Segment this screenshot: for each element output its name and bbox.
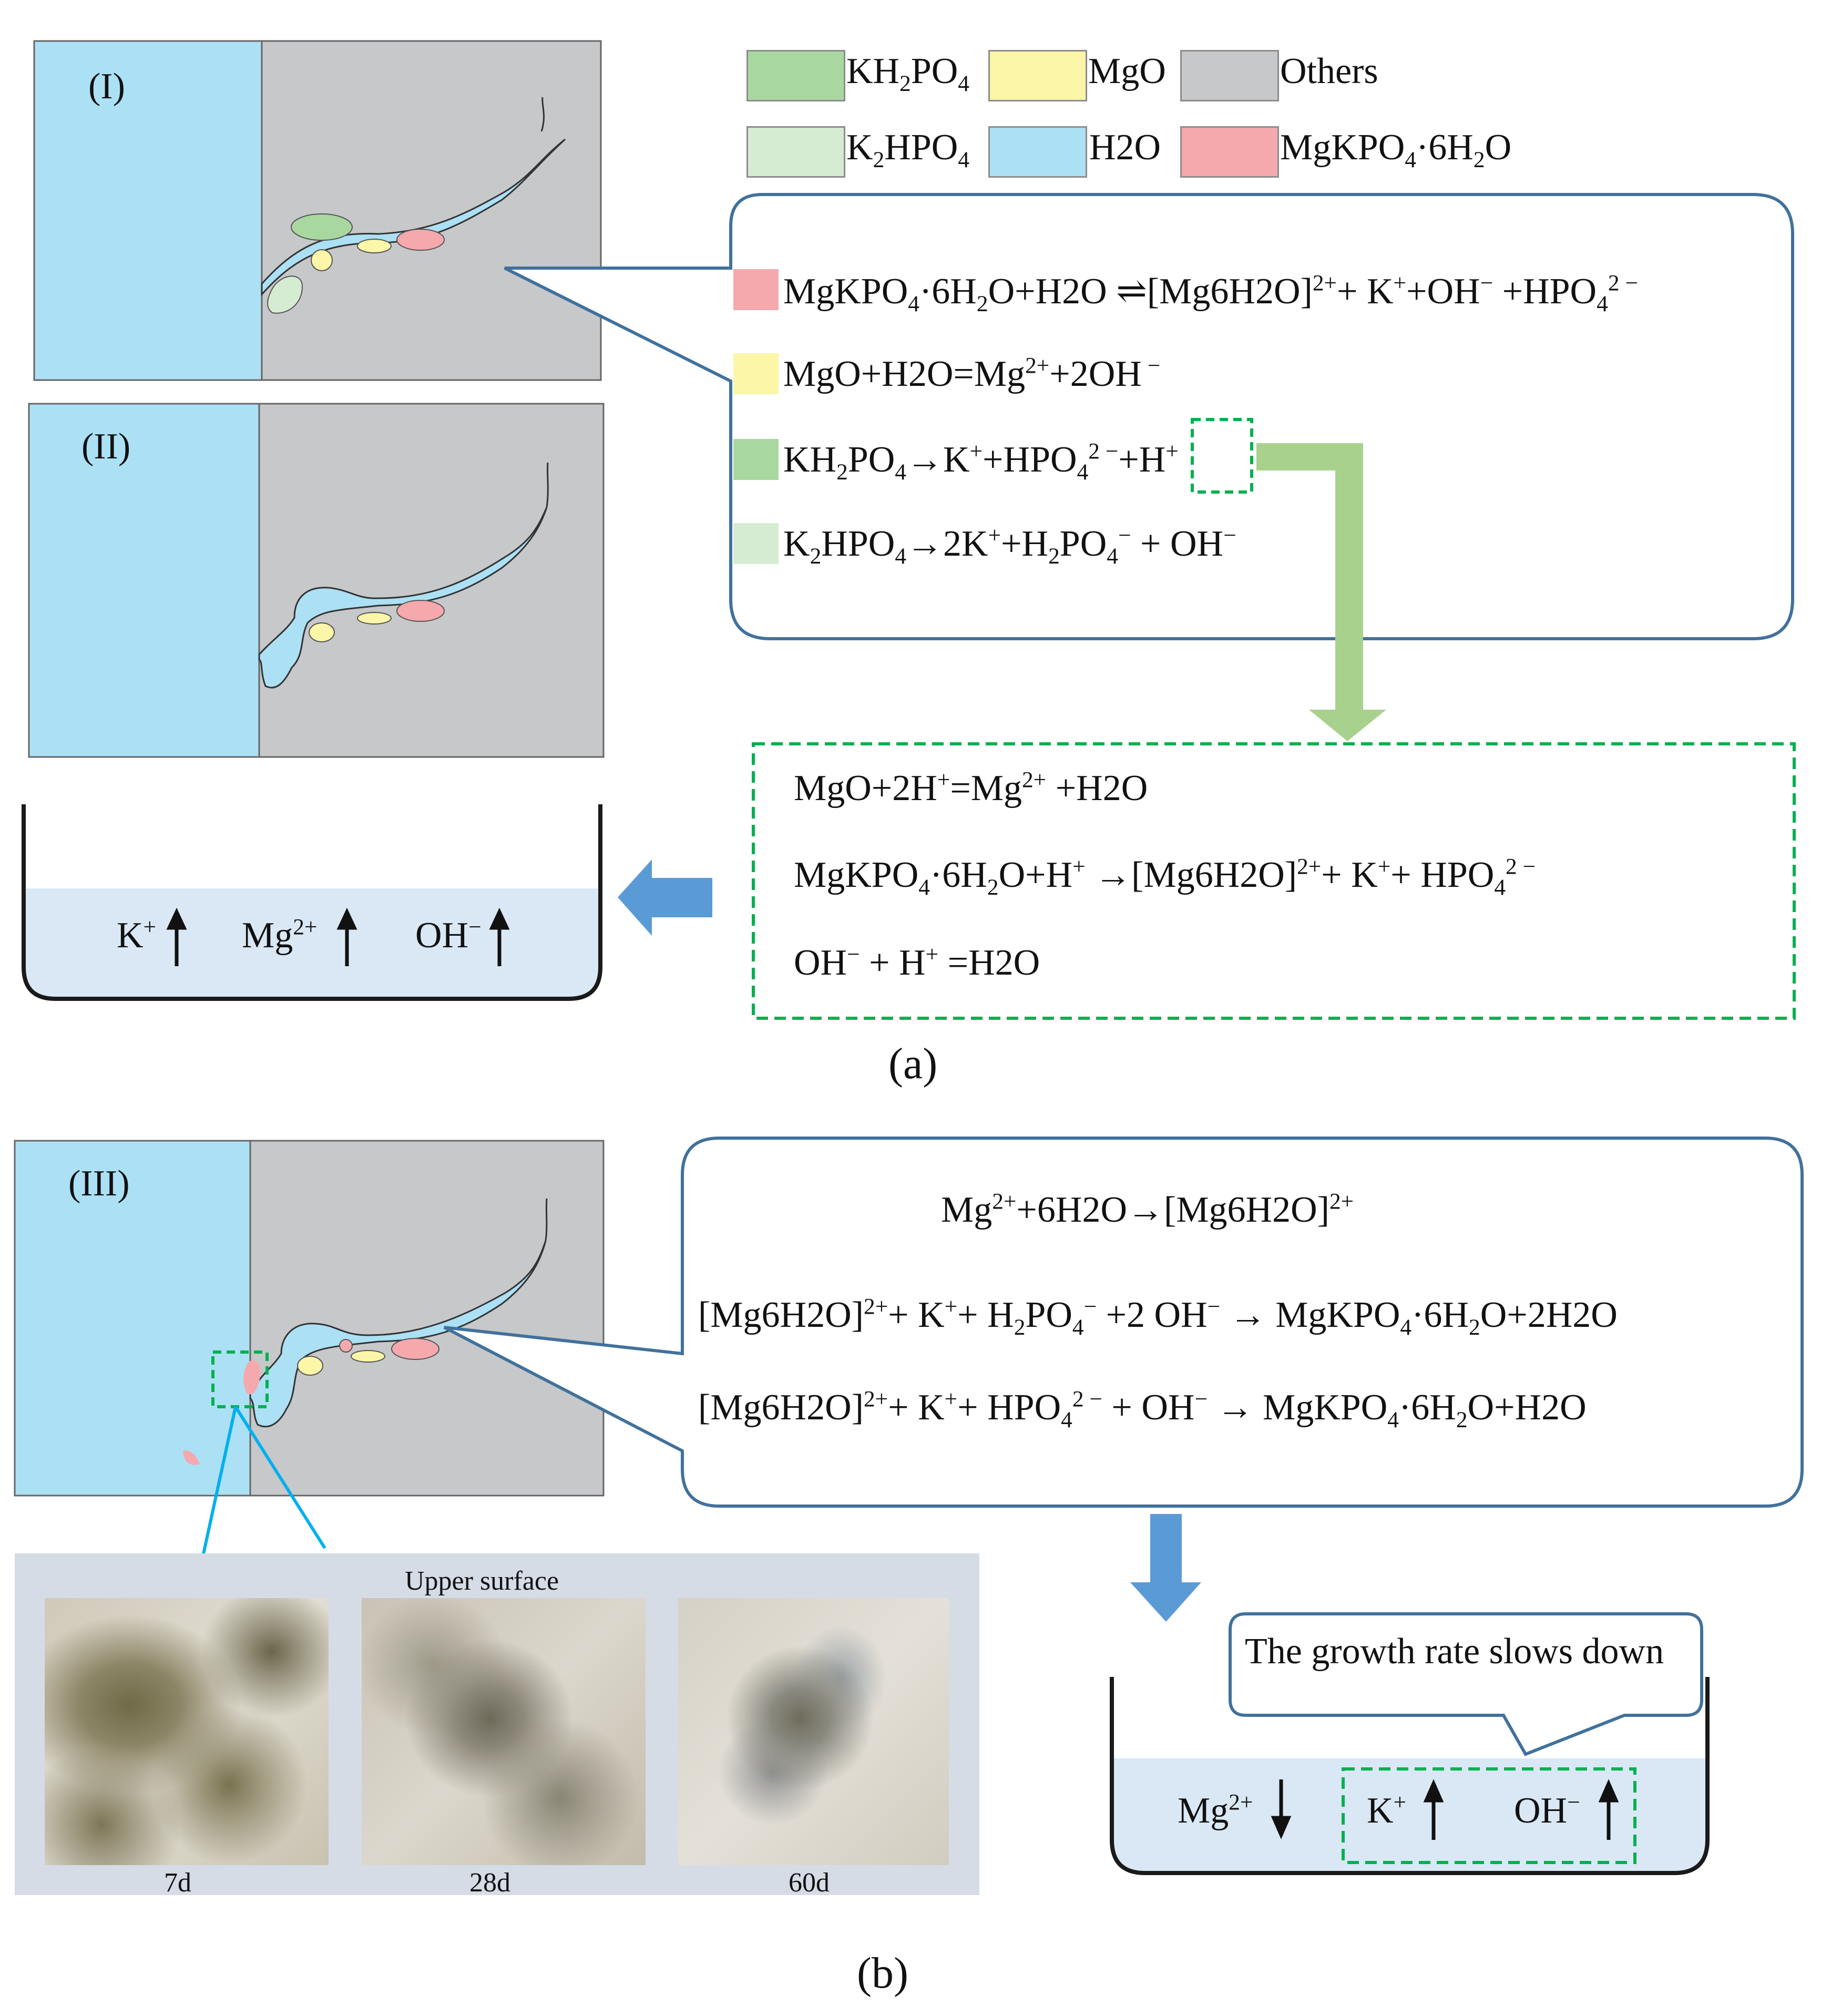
mgo-grain-1b bbox=[357, 239, 392, 253]
legend-label-kh2po4: KH2PO4 bbox=[846, 51, 969, 96]
equation-kh2po4-dissolution: KH2PO4→K++HPO42 −+H+ bbox=[783, 438, 1179, 485]
k-oh-highlight bbox=[1342, 1767, 1636, 1864]
photo-label-7d: 7d bbox=[164, 1868, 191, 1898]
panel-2 bbox=[28, 403, 605, 758]
panel-1-label: (I) bbox=[88, 66, 125, 107]
eq-swatch-kh2po4 bbox=[733, 439, 779, 480]
beaker-a-mg-label: Mg2+ bbox=[242, 914, 318, 956]
eq-swatch-k2hpo4 bbox=[733, 523, 779, 564]
pore-tip-2 bbox=[546, 462, 549, 508]
pore-channel-2 bbox=[258, 507, 548, 689]
photo-label-60d: 60d bbox=[789, 1868, 830, 1898]
mgkpo4-grain-2 bbox=[396, 600, 445, 622]
callout-bubble bbox=[1229, 1612, 1703, 1756]
mgkpo4-grain-1 bbox=[396, 229, 445, 251]
beaker-b-mg-label: Mg2+ bbox=[1178, 1789, 1253, 1831]
equation-box-a bbox=[504, 193, 1794, 640]
beaker-a-oh-label: OH− bbox=[415, 914, 482, 956]
beaker-b-oh-label: OH− bbox=[1514, 1789, 1580, 1831]
legend-swatch-mgo bbox=[988, 50, 1087, 101]
equation-box-b bbox=[443, 1137, 1804, 1508]
mgkpo4-grain-3a bbox=[391, 1338, 439, 1360]
pore-channel-3 bbox=[249, 1240, 547, 1428]
panel-2-label: (II) bbox=[81, 426, 131, 467]
legend-swatch-kh2po4 bbox=[746, 50, 845, 101]
legend-label-h2o: H2O bbox=[1089, 127, 1161, 168]
mgo-grain-2a bbox=[309, 622, 335, 642]
photo-60d bbox=[678, 1598, 949, 1865]
legend-label-k2hpo4: K2HPO4 bbox=[846, 127, 970, 172]
green-bent-arrow bbox=[1256, 443, 1386, 741]
equation-k2hpo4-dissolution: K2HPO4→2K++H2PO4− + OH− bbox=[783, 523, 1236, 569]
legend-swatch-h2o bbox=[988, 126, 1087, 178]
equation-h-mgo: MgO+2H+=Mg2+ +H2O bbox=[794, 767, 1148, 809]
legend-label-others: Others bbox=[1280, 51, 1378, 91]
arrow-left-a bbox=[618, 859, 712, 936]
equation-b-hpo4: [Mg6H2O]2++ K++ HPO42 − + OH− → MgKPO4·6… bbox=[698, 1386, 1587, 1432]
beaker-a bbox=[22, 804, 602, 1001]
mgo-grain-1a bbox=[311, 249, 333, 271]
panel-3-label: (III) bbox=[68, 1163, 130, 1204]
k2hpo4-grain-1 bbox=[267, 275, 303, 314]
equation-b-hydration: Mg2++6H2O→[Mg6H2O]2+ bbox=[941, 1189, 1354, 1230]
mgkpo4-precipitate-water bbox=[183, 1450, 200, 1465]
h-plus-highlight bbox=[1191, 418, 1253, 494]
beaker-b bbox=[1110, 1677, 1710, 1875]
photo-28d bbox=[362, 1598, 646, 1865]
caption-a: (a) bbox=[888, 1039, 938, 1088]
equation-h-mgkpo4: MgKPO4·6H2O+H+ →[Mg6H2O]2++ K++ HPO42 − bbox=[794, 854, 1536, 900]
photo-7d bbox=[45, 1598, 329, 1865]
mgo-grain-3b bbox=[351, 1350, 385, 1363]
equation-mgkpo4-dissolution: MgKPO4·6H2O+H2O ⇌[Mg6H2O]2++ K++OH− +HPO… bbox=[783, 270, 1638, 316]
photos-title: Upper surface bbox=[405, 1566, 559, 1596]
mgkpo4-precipitate-pore bbox=[243, 1360, 260, 1395]
photo-label-28d: 28d bbox=[469, 1868, 510, 1898]
caption-b: (b) bbox=[857, 1949, 908, 1998]
beaker-a-k-label: K+ bbox=[117, 914, 157, 956]
pore-tip-3 bbox=[545, 1198, 548, 1241]
legend-swatch-k2hpo4 bbox=[746, 126, 845, 178]
eq-swatch-mgo bbox=[733, 353, 779, 394]
mgkpo4-grain-3b bbox=[339, 1339, 353, 1353]
legend-swatch-mgkpo4 bbox=[1180, 126, 1279, 178]
equation-b-h2po4: [Mg6H2O]2++ K++ H2PO4− +2 OH− → MgKPO4·6… bbox=[698, 1294, 1618, 1340]
equation-mgo-dissolution: MgO+H2O=Mg2++2OH − bbox=[783, 353, 1161, 394]
panel-3 bbox=[14, 1140, 605, 1559]
mgo-grain-2b bbox=[357, 612, 392, 625]
arrow-down-b bbox=[1130, 1514, 1201, 1622]
equation-h-neutralization: OH− + H+ =H2O bbox=[794, 942, 1040, 983]
h-reaction-box bbox=[752, 742, 1796, 1020]
callout-text: The growth rate slows down bbox=[1245, 1631, 1664, 1672]
eq-swatch-mgkpo4 bbox=[733, 269, 779, 310]
panel-1 bbox=[33, 40, 602, 381]
beaker-b-k-label: K+ bbox=[1367, 1789, 1407, 1831]
kh2po4-grain-1 bbox=[291, 213, 353, 241]
pore-tip-1 bbox=[540, 97, 545, 132]
up-arrows-a bbox=[166, 907, 510, 966]
mgo-grain-3a bbox=[297, 1356, 323, 1376]
legend-label-mgo: MgO bbox=[1088, 51, 1166, 91]
legend-label-mgkpo4: MgKPO4·6H2O bbox=[1280, 127, 1512, 172]
arrows-b bbox=[1271, 1779, 1619, 1840]
legend-swatch-others bbox=[1180, 50, 1279, 101]
